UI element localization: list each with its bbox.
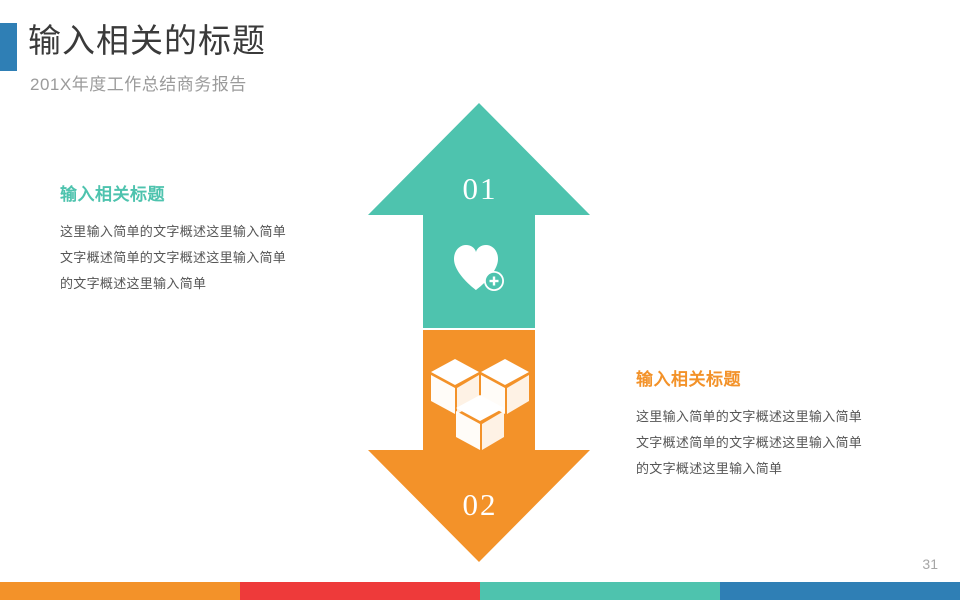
cubes-icon-svg: [431, 359, 529, 450]
left-body-line: 这里输入简单的文字概述这里输入简单: [60, 224, 287, 239]
text-block-right: 输入相关标题 这里输入简单的文字概述这里输入简单 文字概述简单的文字概述这里输入…: [636, 368, 941, 482]
footer-segment-teal: [480, 582, 720, 600]
right-body-line: 的文字概述这里输入简单: [636, 461, 783, 476]
cube-bottom-center: [456, 395, 504, 450]
plus-bar-v: [492, 276, 496, 286]
left-body-line: 文字概述简单的文字概述这里输入简单: [60, 250, 287, 265]
heart-plus-icon: [360, 243, 600, 300]
step-number-01: 01: [462, 171, 498, 206]
page-subtitle: 201X年度工作总结商务报告: [30, 75, 247, 94]
right-block-heading: 输入相关标题: [636, 370, 741, 389]
left-body-line: 的文字概述这里输入简单: [60, 276, 207, 291]
up-arrow-shape[interactable]: [368, 103, 590, 328]
page-number: 31: [922, 556, 938, 572]
text-block-left: 输入相关标题 这里输入简单的文字概述这里输入简单 文字概述简单的文字概述这里输入…: [60, 183, 360, 297]
step-number-02: 02: [462, 487, 498, 522]
title-accent-bar: [0, 23, 17, 71]
footer-color-bar: [0, 582, 960, 600]
cubes-icon: [360, 357, 600, 458]
footer-segment-blue: [720, 582, 960, 600]
right-body-line: 这里输入简单的文字概述这里输入简单: [636, 409, 863, 424]
left-block-heading: 输入相关标题: [60, 185, 165, 204]
page-title: 输入相关的标题: [28, 22, 266, 59]
right-block-body: 这里输入简单的文字概述这里输入简单 文字概述简单的文字概述这里输入简单 的文字概…: [636, 404, 941, 482]
footer-segment-red: [240, 582, 480, 600]
arrow-diagram: 01: [360, 95, 600, 570]
left-block-body: 这里输入简单的文字概述这里输入简单 文字概述简单的文字概述这里输入简单 的文字概…: [60, 219, 360, 297]
right-body-line: 文字概述简单的文字概述这里输入简单: [636, 435, 863, 450]
heart-plus-icon-svg: [454, 245, 504, 291]
footer-segment-orange: [0, 582, 240, 600]
